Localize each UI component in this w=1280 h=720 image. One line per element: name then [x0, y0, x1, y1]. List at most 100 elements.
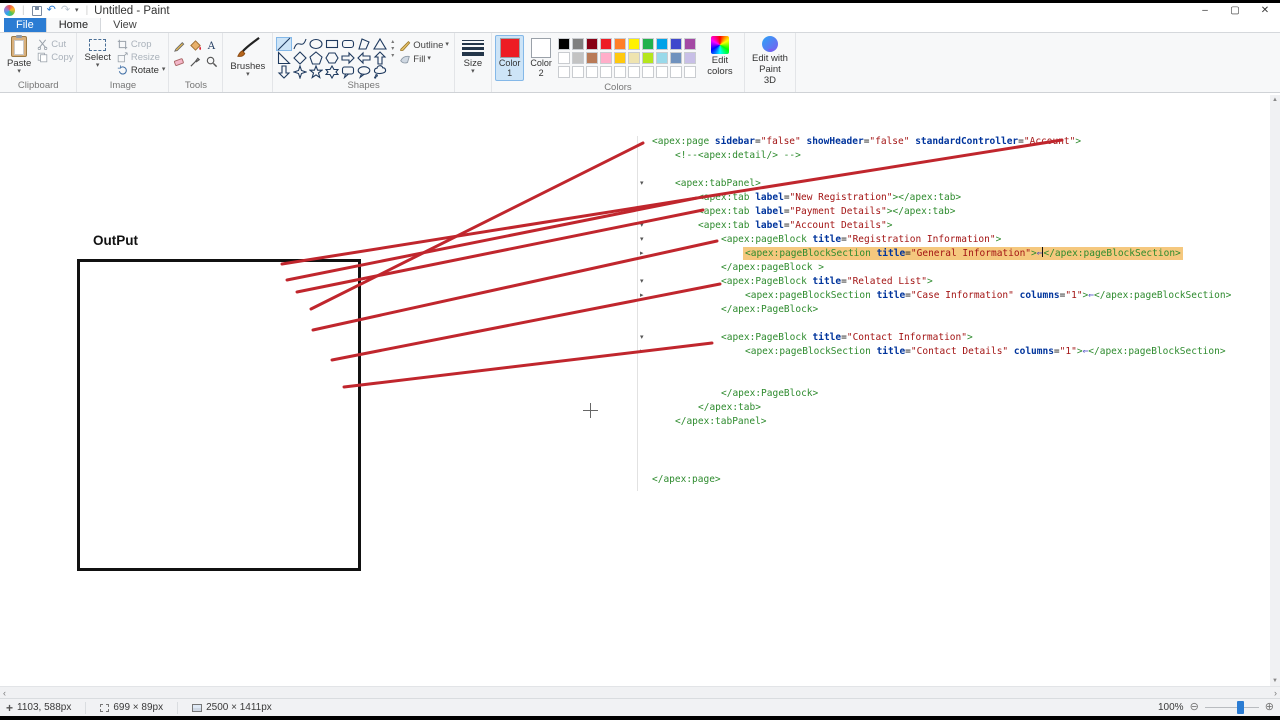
close-button[interactable]: ✕: [1260, 5, 1270, 16]
palette-swatch[interactable]: [557, 52, 570, 64]
maximize-button[interactable]: ▢: [1230, 5, 1240, 16]
shape-line[interactable]: [276, 37, 293, 51]
copy-button[interactable]: Copy: [37, 51, 73, 63]
palette-swatch[interactable]: [627, 52, 640, 64]
shape-star-four[interactable]: [292, 65, 308, 79]
redo-icon[interactable]: ↷: [60, 4, 71, 16]
edit-colors-button[interactable]: Edit colors: [699, 35, 741, 78]
palette-swatch[interactable]: [599, 38, 612, 50]
fold-down-icon[interactable]: ▾: [640, 180, 644, 187]
magnifier-tool-button[interactable]: [204, 54, 219, 69]
palette-swatch[interactable]: [613, 52, 626, 64]
color2-button[interactable]: Color 2: [526, 35, 556, 81]
fill-button[interactable]: Fill ▾: [399, 53, 449, 65]
palette-swatch[interactable]: [571, 52, 584, 64]
shapes-scroll-down-icon[interactable]: ▾: [391, 46, 395, 52]
fold-down-icon[interactable]: ▾: [640, 278, 644, 285]
fill-tool-button[interactable]: [188, 38, 203, 53]
shape-speech-rounded[interactable]: [340, 65, 356, 79]
brushes-button[interactable]: Brushes ▾: [226, 35, 269, 79]
palette-swatch[interactable]: [571, 38, 584, 50]
shape-curve[interactable]: [292, 37, 308, 51]
palette-swatch[interactable]: [557, 38, 570, 50]
scroll-down-icon[interactable]: ▼: [1272, 678, 1278, 684]
palette-swatch[interactable]: [655, 38, 668, 50]
shape-diamond[interactable]: [292, 51, 308, 65]
palette-swatch-empty[interactable]: [655, 66, 668, 78]
fold-down-icon[interactable]: ▾: [640, 222, 644, 229]
zoom-in-button[interactable]: ⊕: [1264, 701, 1274, 713]
fold-right-icon[interactable]: ▸: [640, 292, 644, 299]
fold-right-icon[interactable]: ▸: [640, 250, 644, 257]
shape-arrow-up[interactable]: [372, 51, 388, 65]
palette-swatch[interactable]: [655, 52, 668, 64]
shapes-scroll-up-icon[interactable]: ▴: [391, 39, 395, 45]
scroll-right-icon[interactable]: ›: [1274, 687, 1277, 698]
palette-swatch-empty[interactable]: [641, 66, 654, 78]
palette-swatch-empty[interactable]: [669, 66, 682, 78]
zoom-slider[interactable]: [1204, 701, 1259, 714]
palette-swatch[interactable]: [669, 38, 682, 50]
vertical-scrollbar[interactable]: ▲▼: [1270, 95, 1280, 686]
cut-button[interactable]: Cut: [37, 38, 73, 50]
palette-swatch-empty[interactable]: [599, 66, 612, 78]
pencil-tool-button[interactable]: [172, 38, 187, 53]
paste-button[interactable]: Paste ▾: [3, 35, 35, 76]
qat-dropdown-icon[interactable]: ▾: [75, 6, 79, 14]
palette-swatch-empty[interactable]: [557, 66, 570, 78]
palette-swatch[interactable]: [683, 38, 696, 50]
shape-polygon[interactable]: [356, 37, 372, 51]
palette-swatch-empty[interactable]: [571, 66, 584, 78]
shape-arrow-left[interactable]: [356, 51, 372, 65]
shape-speech-oval[interactable]: [356, 65, 372, 79]
shape-arrow-down[interactable]: [276, 65, 292, 79]
shape-star-six[interactable]: [324, 65, 340, 79]
scroll-up-icon[interactable]: ▲: [1272, 97, 1278, 103]
tab-view[interactable]: View: [113, 19, 137, 31]
shape-triangle[interactable]: [372, 37, 388, 51]
shape-oval[interactable]: [308, 37, 324, 51]
palette-swatch[interactable]: [641, 52, 654, 64]
shape-rounded-rectangle[interactable]: [340, 37, 356, 51]
zoom-slider-handle[interactable]: [1236, 701, 1244, 714]
palette-swatch-empty[interactable]: [585, 66, 598, 78]
shape-hexagon[interactable]: [324, 51, 340, 65]
palette-swatch[interactable]: [585, 52, 598, 64]
text-tool-button[interactable]: A: [204, 38, 219, 53]
palette-swatch[interactable]: [627, 38, 640, 50]
outline-button[interactable]: Outline ▾: [399, 39, 449, 51]
shape-pentagon[interactable]: [308, 51, 324, 65]
palette-swatch[interactable]: [613, 38, 626, 50]
shape-rectangle[interactable]: [324, 37, 340, 51]
shape-arrow-right[interactable]: [340, 51, 356, 65]
save-icon[interactable]: [31, 5, 42, 16]
horizontal-scrollbar[interactable]: ‹›: [0, 686, 1280, 698]
fold-down-icon[interactable]: ▾: [640, 334, 644, 341]
palette-swatch[interactable]: [599, 52, 612, 64]
color-picker-tool-button[interactable]: [188, 54, 203, 69]
shape-star-five[interactable]: [308, 65, 324, 79]
resize-button[interactable]: Resize: [117, 51, 166, 63]
shapes-more-icon[interactable]: ▾: [391, 53, 395, 59]
rotate-button[interactable]: Rotate ▾: [117, 64, 165, 76]
shape-speech-cloud[interactable]: [372, 65, 388, 79]
palette-swatch[interactable]: [669, 52, 682, 64]
tab-file[interactable]: File: [4, 18, 46, 32]
palette-swatch[interactable]: [683, 52, 696, 64]
crop-button[interactable]: Crop: [117, 38, 166, 50]
scroll-left-icon[interactable]: ‹: [3, 687, 6, 698]
shapes-scroll[interactable]: ▴▾▾: [390, 35, 395, 62]
size-button[interactable]: Size ▾: [458, 35, 488, 76]
zoom-out-button[interactable]: ⊖: [1189, 701, 1199, 713]
palette-swatch-empty[interactable]: [627, 66, 640, 78]
palette-swatch-empty[interactable]: [683, 66, 696, 78]
palette-swatch-empty[interactable]: [613, 66, 626, 78]
shape-right-triangle[interactable]: [276, 51, 292, 65]
undo-icon[interactable]: ↶: [46, 4, 56, 16]
edit-with-paint3d-button[interactable]: Edit with Paint 3D: [748, 35, 792, 87]
color1-button[interactable]: Color 1: [494, 35, 525, 81]
palette-swatch[interactable]: [585, 38, 598, 50]
minimize-button[interactable]: –: [1202, 5, 1208, 16]
palette-swatch[interactable]: [641, 38, 654, 50]
drawing-canvas[interactable]: [0, 95, 1270, 686]
